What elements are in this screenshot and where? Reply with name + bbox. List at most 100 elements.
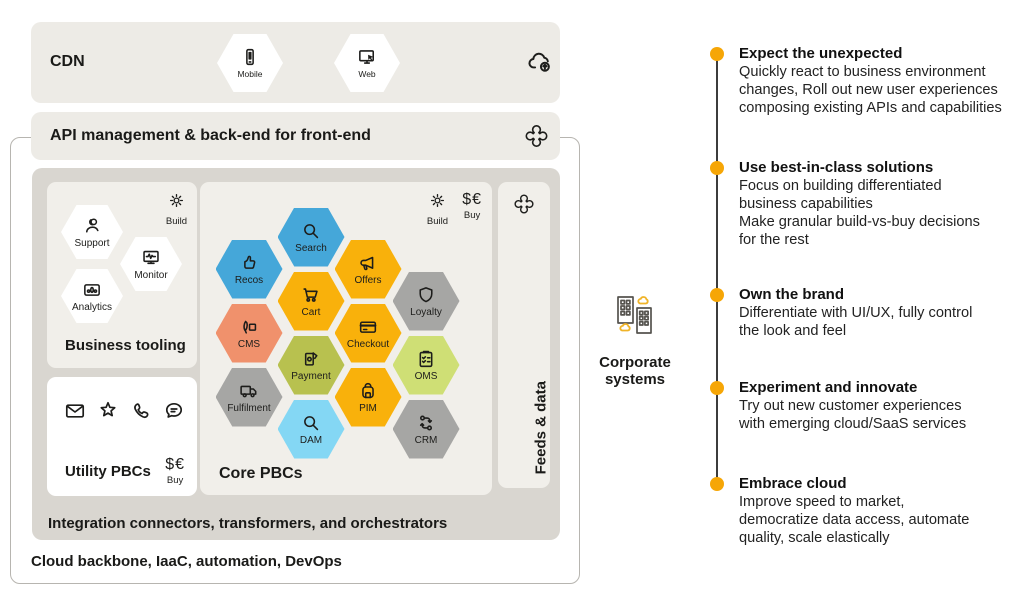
megaphone-icon: [357, 252, 379, 274]
principle-body: Focus on building differentiated busines…: [739, 178, 980, 248]
hex-oms: OMS: [392, 335, 460, 395]
principle-body: Quickly react to business environment ch…: [739, 64, 1002, 116]
card-icon: [357, 316, 379, 338]
hex-pim: PIM: [334, 367, 402, 427]
bullet-dot: [710, 288, 724, 302]
hex-label: OMS: [414, 371, 438, 382]
build-badge: Build: [166, 191, 187, 227]
api-management-label: API management & back-end for front-end: [50, 127, 371, 144]
hex-label: Payment: [291, 371, 331, 382]
timeline-line: [716, 55, 718, 485]
search-icon: [300, 220, 322, 242]
build-label: Build: [426, 216, 448, 227]
principle-title: Expect the unexpected: [739, 45, 903, 62]
hex-web: Web: [334, 34, 400, 92]
principle-title: Embrace cloud: [739, 475, 847, 492]
hex-label: Loyalty: [410, 307, 442, 318]
bullet-dot: [710, 161, 724, 175]
analytics-icon: [81, 279, 103, 301]
integration-label: Integration connectors, transformers, an…: [48, 515, 448, 532]
buy-label: Buy: [166, 475, 184, 486]
web-icon: [356, 46, 378, 68]
hex-label: DAM: [299, 435, 323, 446]
truck-icon: [238, 380, 260, 402]
corporate-systems: Corporate systems: [583, 293, 687, 388]
shield-icon: [415, 284, 437, 306]
cloud-backbone-label: Cloud backbone, IaaC, automation, DevOps: [31, 553, 342, 570]
hex-label: Recos: [234, 275, 264, 286]
dollar-euro-icon: $€: [165, 456, 185, 473]
hex-analytics: Analytics: [61, 269, 123, 323]
hex-label: PIM: [359, 403, 377, 414]
hex-label: Checkout: [346, 339, 390, 350]
corporate-systems-label: Corporate systems: [599, 354, 671, 388]
hex-label: Support: [74, 238, 110, 249]
hex-cart: Cart: [277, 271, 345, 331]
build-label: Build: [165, 216, 187, 227]
hex-label: Search: [295, 243, 327, 254]
api-management-bar: API management & back-end for front-end: [31, 112, 560, 160]
hex-loyalty: Loyalty: [392, 271, 460, 331]
hex-label: Cart: [301, 307, 321, 318]
hex-cms: CMS: [215, 303, 283, 363]
feeds-and-data-label: Feeds & data: [532, 380, 550, 474]
phone-icon: [129, 399, 153, 428]
integration-icon: [525, 125, 548, 148]
cloud-upload-icon: [526, 49, 554, 77]
mobile-icon: [239, 46, 261, 68]
feeds-and-data-bar: Feeds & data: [498, 182, 550, 488]
clipboard-icon: [415, 348, 437, 370]
buy-label: Buy: [463, 210, 481, 221]
hex-payment: Payment: [277, 335, 345, 395]
bullet-dot: [710, 47, 724, 61]
build-badge: Build: [427, 191, 448, 227]
business-tooling-title: Business tooling: [65, 337, 186, 354]
hex-recos: Recos: [215, 239, 283, 299]
mail-icon: [63, 399, 87, 428]
thumbsup-icon: [238, 252, 260, 274]
hex-mobile: Mobile: [217, 34, 283, 92]
workflow-icon: [415, 412, 437, 434]
buy-badge: $€ Buy: [462, 191, 482, 221]
hex-label: Monitor: [134, 270, 168, 281]
principle-body: Differentiate with UI/UX, fully control …: [739, 305, 973, 339]
hex-label: CMS: [237, 339, 261, 350]
utility-pbcs-panel: Utility PBCs $€ Buy: [47, 377, 197, 496]
bullet-dot: [710, 381, 724, 395]
dollar-euro-icon: $€: [462, 191, 482, 208]
hex-search: Search: [277, 207, 345, 267]
hex-label: CRM: [414, 435, 438, 446]
backpack-icon: [357, 380, 379, 402]
hex-dam: DAM: [277, 399, 345, 459]
utility-pbcs-title: Utility PBCs: [65, 463, 151, 480]
principle-body: Improve speed to market, democratize dat…: [739, 494, 970, 546]
principle-title: Experiment and innovate: [739, 379, 918, 396]
pen-icon: [238, 316, 260, 338]
banknote-icon: [300, 348, 322, 370]
hex-label: Fulfilment: [227, 403, 271, 414]
cdn-label: CDN: [50, 53, 85, 70]
principle-title: Use best-in-class solutions: [739, 159, 934, 176]
star-icon: [96, 399, 120, 428]
cart-icon: [300, 284, 322, 306]
bullet-dot: [710, 477, 724, 491]
principle-title: Own the brand: [739, 286, 844, 303]
hex-label: Offers: [354, 275, 382, 286]
hex-monitor: Monitor: [120, 237, 182, 291]
hex-crm: CRM: [392, 399, 460, 459]
principle-body: Try out new customer experiences with em…: [739, 398, 967, 432]
buy-badge: $€ Buy: [165, 456, 185, 486]
integration-icon: [514, 194, 534, 219]
utility-icons: [63, 399, 186, 428]
support-icon: [81, 215, 103, 237]
cdn-bar: CDN Mobile Web: [31, 22, 560, 103]
hex-offers: Offers: [334, 239, 402, 299]
search-icon: [300, 412, 322, 434]
